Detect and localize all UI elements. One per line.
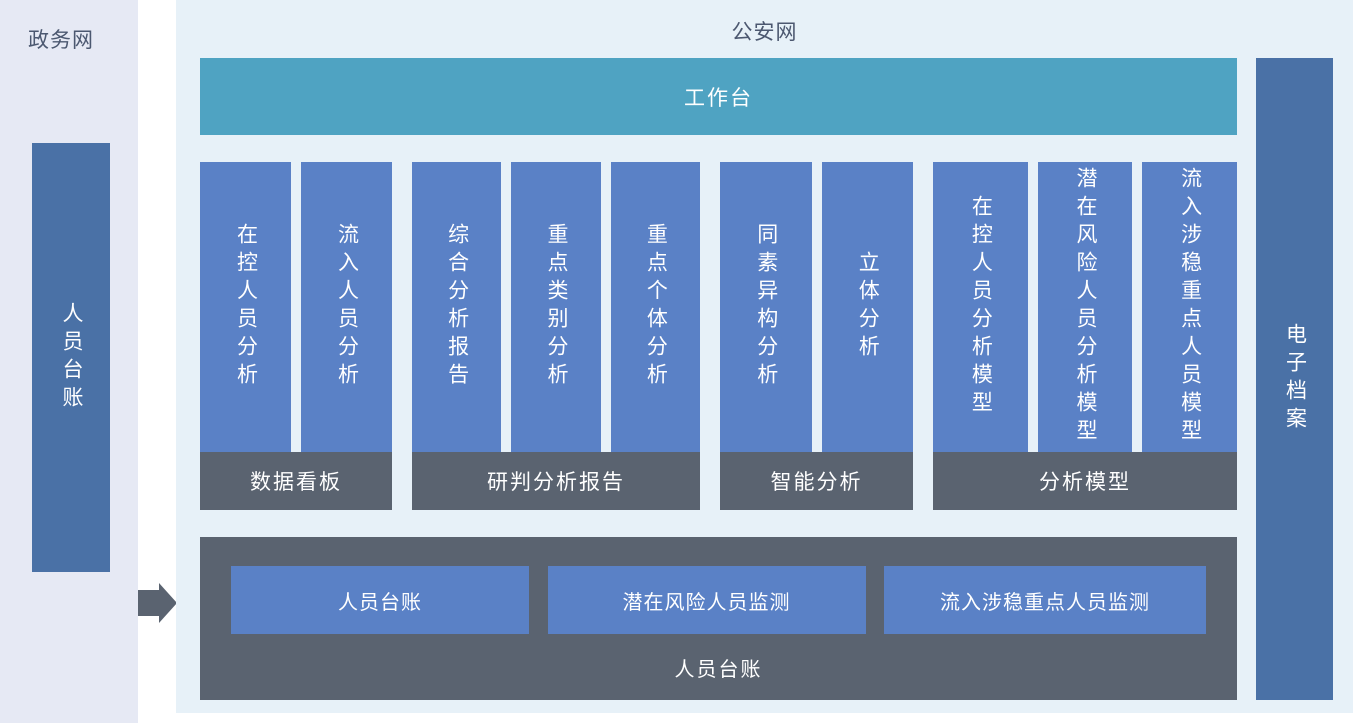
group-columns: 在控人员分析 流入人员分析 [200, 162, 392, 452]
workbench-label: 工作台 [684, 86, 753, 110]
group-columns: 在控人员分析模型 潜在风险人员分析模型 流入涉稳重点人员模型 [933, 162, 1238, 452]
group-analysis-models: 在控人员分析模型 潜在风险人员分析模型 流入涉稳重点人员模型 分析模型 [933, 162, 1238, 510]
module-label: 重点类别分析 [544, 223, 568, 391]
public-security-network-panel: 公安网 工作台 在控人员分析 流入人员分析 数据看板 综 [176, 0, 1353, 713]
government-network-title: 政务网 [28, 29, 94, 52]
module-block: 潜在风险人员分析模型 [1037, 162, 1133, 452]
module-label: 流入人员分析 [335, 223, 359, 391]
module-block: 立体分析 [821, 162, 913, 452]
group-data-dashboard: 在控人员分析 流入人员分析 数据看板 [200, 162, 392, 510]
personnel-ledger-source-label: 人员台账 [60, 301, 83, 414]
arrow-right-icon [138, 583, 177, 623]
workbench-bar: 工作台 [200, 58, 1237, 135]
module-block: 同素异构分析 [720, 162, 812, 452]
group-analysis-report: 综合分析报告 重点类别分析 重点个体分析 研判分析报告 [412, 162, 700, 510]
module-label: 重点个体分析 [644, 223, 668, 391]
personnel-ledger-source-bar: 人员台账 [32, 143, 110, 572]
inflow-monitor-button: 流入涉稳重点人员监测 [884, 566, 1206, 634]
government-network-panel: 政务网 人员台账 [0, 0, 138, 723]
group-label: 研判分析报告 [412, 452, 700, 510]
module-label: 潜在风险人员分析模型 [1074, 167, 1097, 447]
group-label: 数据看板 [200, 452, 392, 510]
ledger-button: 人员台账 [231, 566, 529, 634]
risk-monitor-button: 潜在风险人员监测 [547, 566, 866, 634]
module-block: 在控人员分析 [200, 162, 291, 452]
ledger-button-row: 人员台账 潜在风险人员监测 流入涉稳重点人员监测 [231, 566, 1206, 634]
module-block: 流入涉稳重点人员模型 [1142, 162, 1238, 452]
group-label: 智能分析 [720, 452, 913, 510]
module-block: 重点类别分析 [511, 162, 601, 452]
arrow-shaft [138, 590, 159, 616]
group-columns: 同素异构分析 立体分析 [720, 162, 913, 452]
personnel-ledger-box: 人员台账 潜在风险人员监测 流入涉稳重点人员监测 人员台账 [200, 537, 1237, 700]
arrow-head [159, 583, 177, 623]
module-block: 流入人员分析 [301, 162, 392, 452]
module-label: 流入涉稳重点人员模型 [1178, 167, 1202, 447]
module-groups: 在控人员分析 流入人员分析 数据看板 综合分析报告 重点类别分析 [200, 162, 1238, 510]
module-block: 在控人员分析模型 [933, 162, 1028, 452]
module-label: 同素异构分析 [754, 223, 778, 391]
module-label: 在控人员分析模型 [969, 195, 993, 419]
module-block: 重点个体分析 [610, 162, 700, 452]
electronic-archive-label: 电子档案 [1283, 323, 1307, 435]
module-label: 立体分析 [856, 251, 880, 363]
module-label: 综合分析报告 [445, 223, 469, 391]
group-label: 分析模型 [933, 452, 1237, 510]
module-block: 综合分析报告 [412, 162, 502, 452]
module-label: 在控人员分析 [234, 223, 258, 391]
electronic-archive-bar: 电子档案 [1256, 58, 1333, 700]
group-intelligent-analysis: 同素异构分析 立体分析 智能分析 [720, 162, 913, 510]
public-security-network-title: 公安网 [731, 21, 798, 44]
personnel-ledger-box-label: 人员台账 [674, 658, 763, 681]
group-columns: 综合分析报告 重点类别分析 重点个体分析 [412, 162, 700, 452]
